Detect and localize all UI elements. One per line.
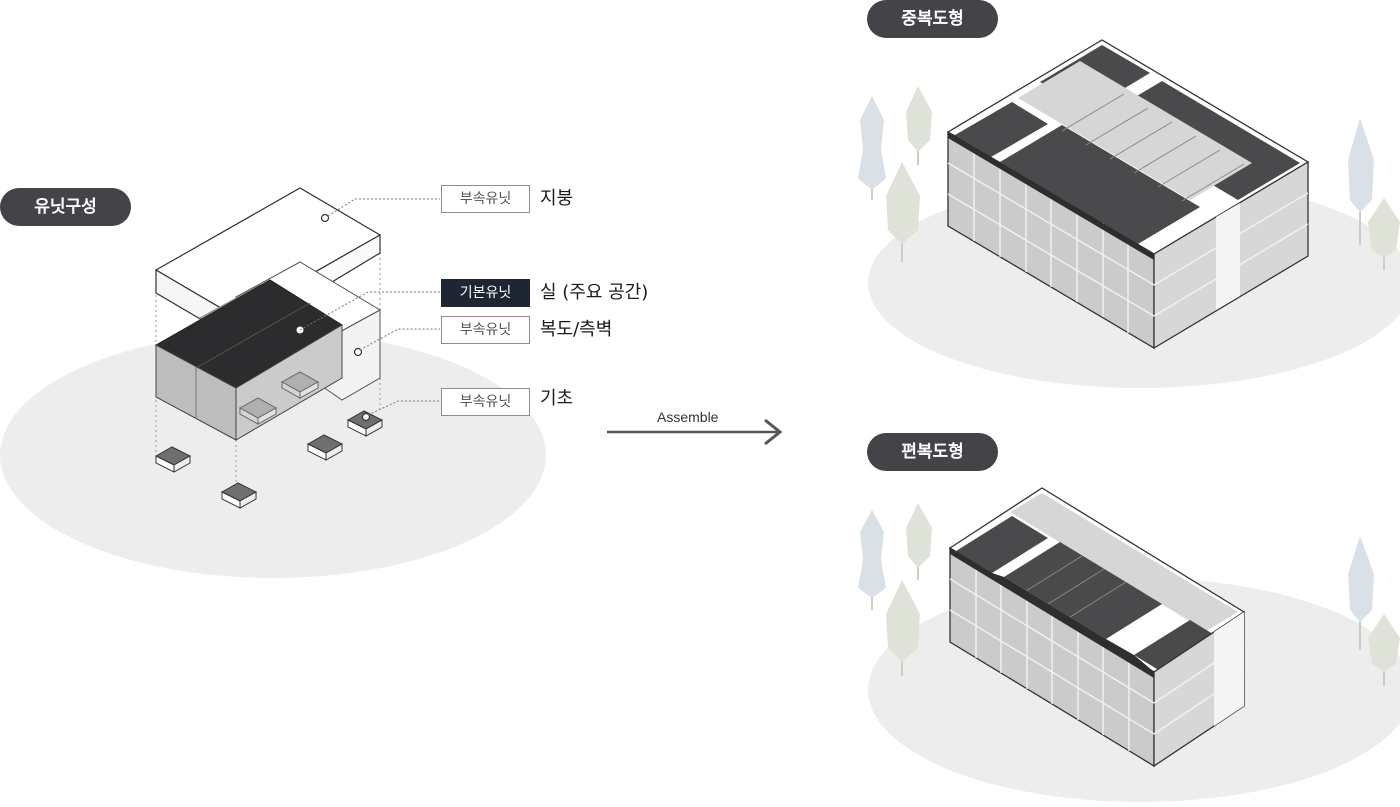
single-corridor-type-title: 편복도형 bbox=[867, 433, 998, 471]
tree-icon bbox=[1348, 536, 1374, 650]
unit-composition-title: 유닛구성 bbox=[0, 188, 131, 226]
tree-icon bbox=[906, 86, 932, 165]
tree-icon bbox=[1368, 614, 1400, 686]
component-label-foundation: 기초 bbox=[540, 388, 574, 409]
subunit-tag-roof: 부속유닛 bbox=[441, 185, 530, 213]
trees-top bbox=[858, 86, 1400, 270]
tree-icon bbox=[858, 510, 886, 610]
ground-ellipse-unit bbox=[0, 332, 546, 578]
building-single-corridor bbox=[948, 487, 1246, 768]
tree-icon bbox=[1348, 118, 1374, 245]
tree-icon bbox=[858, 96, 886, 200]
unit-exploded-view bbox=[154, 187, 440, 509]
assemble-arrow bbox=[607, 418, 783, 446]
component-label-corridor: 복도/측벽 bbox=[540, 319, 613, 340]
component-label-roof: 지붕 bbox=[540, 188, 574, 209]
tree-icon bbox=[1368, 198, 1400, 270]
building-double-corridor bbox=[946, 39, 1310, 350]
tree-icon bbox=[886, 580, 920, 676]
subunit-tag-foundation: 부속유닛 bbox=[441, 388, 530, 416]
room-box bbox=[154, 279, 343, 441]
foundation-blocks bbox=[154, 410, 384, 509]
leader-lines bbox=[299, 198, 440, 416]
tree-icon bbox=[906, 503, 932, 580]
tree-icon bbox=[886, 162, 920, 262]
assemble-label: Assemble bbox=[657, 409, 719, 425]
subunit-tag-corridor: 부속유닛 bbox=[441, 316, 530, 344]
trees-bottom bbox=[858, 503, 1400, 686]
base-unit-tag-room: 기본유닛 bbox=[441, 279, 530, 307]
double-corridor-type-title: 중복도형 bbox=[867, 0, 998, 38]
component-label-room: 실 (주요 공간) bbox=[540, 282, 649, 303]
